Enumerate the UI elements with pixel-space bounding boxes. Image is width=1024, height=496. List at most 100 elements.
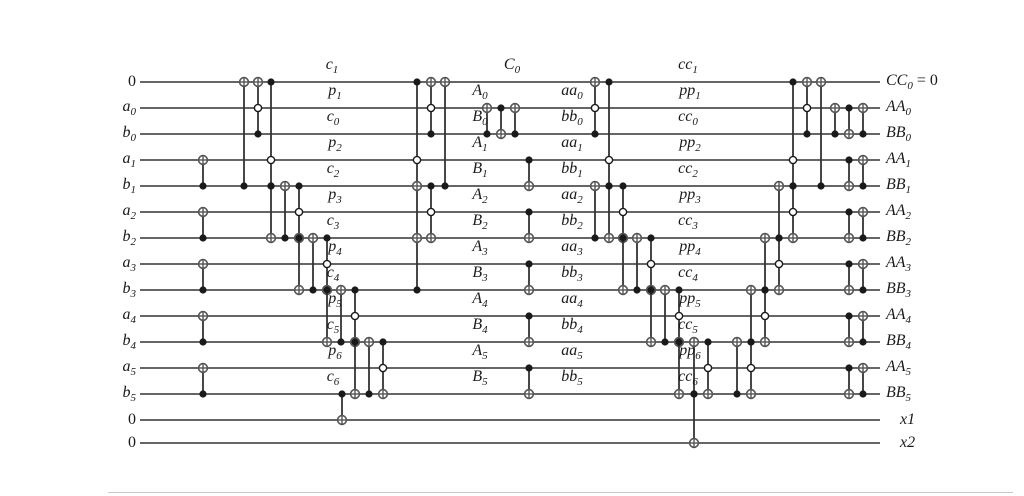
gate-49[interactable] [688, 390, 700, 449]
gate-67[interactable] [857, 206, 869, 242]
gate-42[interactable] [645, 234, 657, 296]
gate-35[interactable] [589, 76, 601, 138]
gate-38[interactable] [603, 182, 615, 244]
gate-22[interactable] [425, 76, 437, 138]
signal-annotation-4: c2 [326, 159, 340, 180]
gate-61[interactable] [829, 102, 841, 138]
gate-36[interactable] [604, 78, 614, 190]
signal-annotation-13: C0 [503, 55, 521, 76]
signal-annotation-24: A5 [472, 341, 488, 362]
wire-output-label-9: AA4 [886, 305, 912, 327]
gate-48[interactable] [702, 338, 714, 400]
gate-23[interactable] [439, 76, 451, 190]
gate-58[interactable] [788, 78, 798, 190]
gate-41[interactable] [631, 232, 643, 294]
gate-24[interactable] [425, 182, 437, 244]
gate-8[interactable] [265, 182, 277, 244]
gate-0[interactable] [197, 154, 209, 190]
wire-output-label-13: x1 [900, 411, 916, 428]
gate-31[interactable] [523, 208, 535, 244]
gate-43[interactable] [645, 286, 657, 348]
control-dot [859, 390, 867, 398]
gate-71[interactable] [857, 310, 869, 346]
gate-37[interactable] [589, 180, 601, 242]
gate-18[interactable] [363, 336, 375, 398]
gate-33[interactable] [523, 312, 535, 348]
gate-63[interactable] [857, 102, 869, 138]
gate-4[interactable] [197, 362, 209, 398]
gate-72[interactable] [843, 364, 855, 400]
open-control-dot [703, 363, 713, 373]
control-dot [733, 390, 741, 398]
gate-50[interactable] [731, 336, 743, 398]
gate-5[interactable] [238, 76, 250, 190]
gate-54[interactable] [759, 232, 771, 294]
gate-26[interactable] [411, 232, 423, 294]
gate-17[interactable] [349, 338, 361, 400]
wire-output-label-0: CC0 = 0 [886, 71, 938, 93]
gate-69[interactable] [857, 258, 869, 294]
gate-20[interactable] [336, 390, 348, 426]
gate-55[interactable] [773, 234, 785, 296]
gate-60[interactable] [815, 76, 827, 190]
gate-39[interactable] [617, 182, 629, 244]
gate-27[interactable] [481, 102, 493, 138]
gate-15[interactable] [335, 284, 347, 346]
control-dot [199, 234, 207, 242]
signal-annotation-3: p2 [328, 133, 342, 154]
wire-input-label-4: b1 [122, 175, 137, 197]
gate-73[interactable] [857, 362, 869, 398]
gate-65[interactable] [857, 154, 869, 190]
control-dot [619, 182, 627, 190]
control-dot [295, 234, 303, 242]
control-dot [511, 130, 519, 138]
gate-29[interactable] [509, 102, 521, 138]
control-dot [845, 156, 853, 164]
gate-53[interactable] [759, 286, 771, 348]
open-control-dot [604, 155, 614, 165]
gate-70[interactable] [843, 312, 855, 348]
gate-46[interactable] [673, 338, 685, 400]
signal-annotation-33: bb3 [561, 263, 583, 284]
control-dot [591, 234, 599, 242]
wire-output-label-8: BB3 [886, 279, 912, 301]
gate-11[interactable] [293, 234, 305, 296]
gate-59[interactable] [801, 76, 813, 138]
gate-51[interactable] [745, 338, 757, 400]
control-dot [525, 156, 533, 164]
gate-28[interactable] [495, 104, 507, 140]
gate-2[interactable] [197, 258, 209, 294]
signal-annotation-5: p3 [328, 185, 342, 206]
control-dot [845, 364, 853, 372]
wire-output-label-3: AA1 [886, 149, 912, 171]
gate-12[interactable] [307, 232, 319, 294]
gate-64[interactable] [843, 156, 855, 192]
gate-66[interactable] [843, 208, 855, 244]
control-dot [240, 182, 248, 190]
gate-14[interactable] [321, 286, 333, 348]
gate-44[interactable] [659, 284, 671, 346]
gate-62[interactable] [843, 104, 855, 140]
gate-9[interactable] [279, 180, 291, 242]
gate-19[interactable] [377, 338, 389, 400]
wire-output-label-5: AA2 [886, 201, 912, 223]
gate-1[interactable] [197, 206, 209, 242]
gate-30[interactable] [523, 156, 535, 192]
gate-6[interactable] [252, 76, 264, 138]
control-dot [413, 78, 421, 86]
control-dot [775, 234, 783, 242]
gate-34[interactable] [523, 364, 535, 400]
gate-10[interactable] [293, 182, 305, 244]
signal-annotation-45: pp4 [679, 237, 701, 258]
gate-68[interactable] [843, 260, 855, 296]
control-dot [789, 182, 797, 190]
gate-56[interactable] [773, 180, 785, 242]
gate-16[interactable] [349, 286, 361, 348]
gate-32[interactable] [523, 260, 535, 296]
gate-52[interactable] [745, 284, 757, 346]
control-dot [647, 234, 655, 242]
gate-3[interactable] [197, 310, 209, 346]
gate-40[interactable] [617, 234, 629, 296]
gate-57[interactable] [787, 182, 799, 244]
